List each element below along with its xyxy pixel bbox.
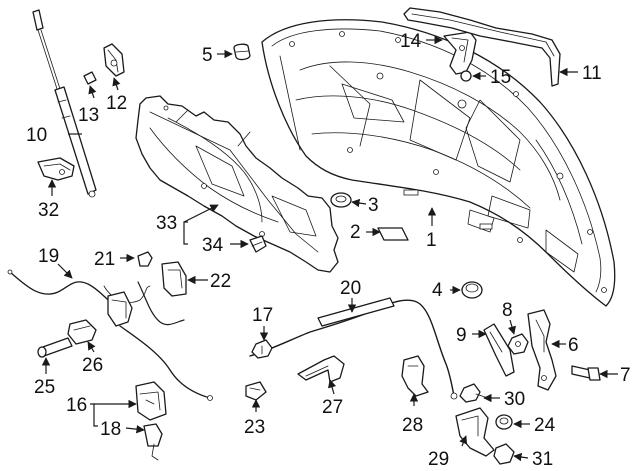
callout-22: 22: [210, 271, 231, 292]
callout-20: 20: [340, 278, 361, 299]
insulator-clip: [249, 235, 267, 253]
callout-17: 17: [252, 305, 273, 326]
callout-6: 6: [568, 335, 579, 356]
callout-10: 10: [26, 125, 47, 146]
callout-26: 26: [82, 355, 103, 376]
callout-21: 21: [94, 249, 115, 270]
warning-label: [377, 227, 409, 241]
callout-4: 4: [432, 280, 443, 301]
adjuster-stud: [37, 337, 73, 358]
hood-plug: [461, 281, 483, 299]
strut-upper-bracket: [103, 43, 125, 77]
bushing: [495, 414, 513, 430]
latch-support-bracket: [455, 407, 495, 457]
callout-29: 29: [428, 449, 449, 470]
callout-9: 9: [456, 325, 467, 346]
callout-25: 25: [34, 377, 55, 398]
hood-insulator: [135, 95, 339, 273]
callout-27: 27: [322, 397, 343, 418]
cable-clip: [137, 251, 153, 267]
cable-connector: [401, 355, 429, 397]
hood-grommet: [330, 192, 352, 208]
callout-30: 30: [504, 389, 525, 410]
strut-lower-bracket: [37, 157, 75, 181]
callout-33: 33: [156, 213, 177, 234]
hinge-grommet: [460, 70, 472, 82]
hood-hinge-right: [527, 309, 557, 391]
callout-12: 12: [106, 93, 127, 114]
retainer-clip: [245, 381, 267, 401]
latch-switch: [143, 423, 163, 461]
callout-numbers: 1 2 3 4 5 6 7 8 9 10 11 12 13 14 15 16 1…: [26, 31, 631, 470]
callout-3: 3: [368, 195, 379, 216]
callout-11: 11: [582, 63, 602, 84]
callout-7: 7: [620, 365, 631, 386]
callout-14: 14: [400, 31, 422, 52]
hood-panel: [261, 19, 616, 307]
callout-13: 13: [78, 105, 99, 126]
bracket-bolt: [459, 383, 489, 403]
bumper-bolt: [67, 319, 97, 345]
release-cable-front: [7, 269, 213, 401]
callout-2: 2: [350, 222, 361, 243]
callout-24: 24: [534, 415, 556, 436]
leader-lines: [41, 35, 618, 462]
callout-28: 28: [402, 415, 423, 436]
hood-latch: [135, 381, 167, 421]
callout-32: 32: [38, 200, 59, 221]
hinge-bolt: [571, 365, 601, 381]
callout-8: 8: [502, 300, 513, 321]
hood-bumper: [233, 43, 251, 61]
callout-18: 18: [100, 419, 121, 440]
latch-bracket: [161, 261, 187, 297]
callout-34: 34: [202, 235, 224, 256]
hood-hinge-left: [483, 323, 515, 377]
callout-16: 16: [66, 395, 87, 416]
prop-rod-holder: [297, 355, 345, 383]
callout-19: 19: [38, 246, 59, 267]
hood-strut: [32, 9, 97, 198]
hood-seal: [403, 7, 561, 87]
callout-15: 15: [490, 67, 511, 88]
latch-bolt: [251, 339, 273, 359]
callout-5: 5: [202, 45, 213, 66]
callout-23: 23: [244, 417, 265, 438]
callout-1: 1: [426, 230, 437, 251]
callout-31: 31: [532, 449, 553, 470]
strut-clip: [83, 71, 97, 85]
hinge-nut: [507, 333, 529, 355]
mounting-nut: [493, 443, 515, 465]
